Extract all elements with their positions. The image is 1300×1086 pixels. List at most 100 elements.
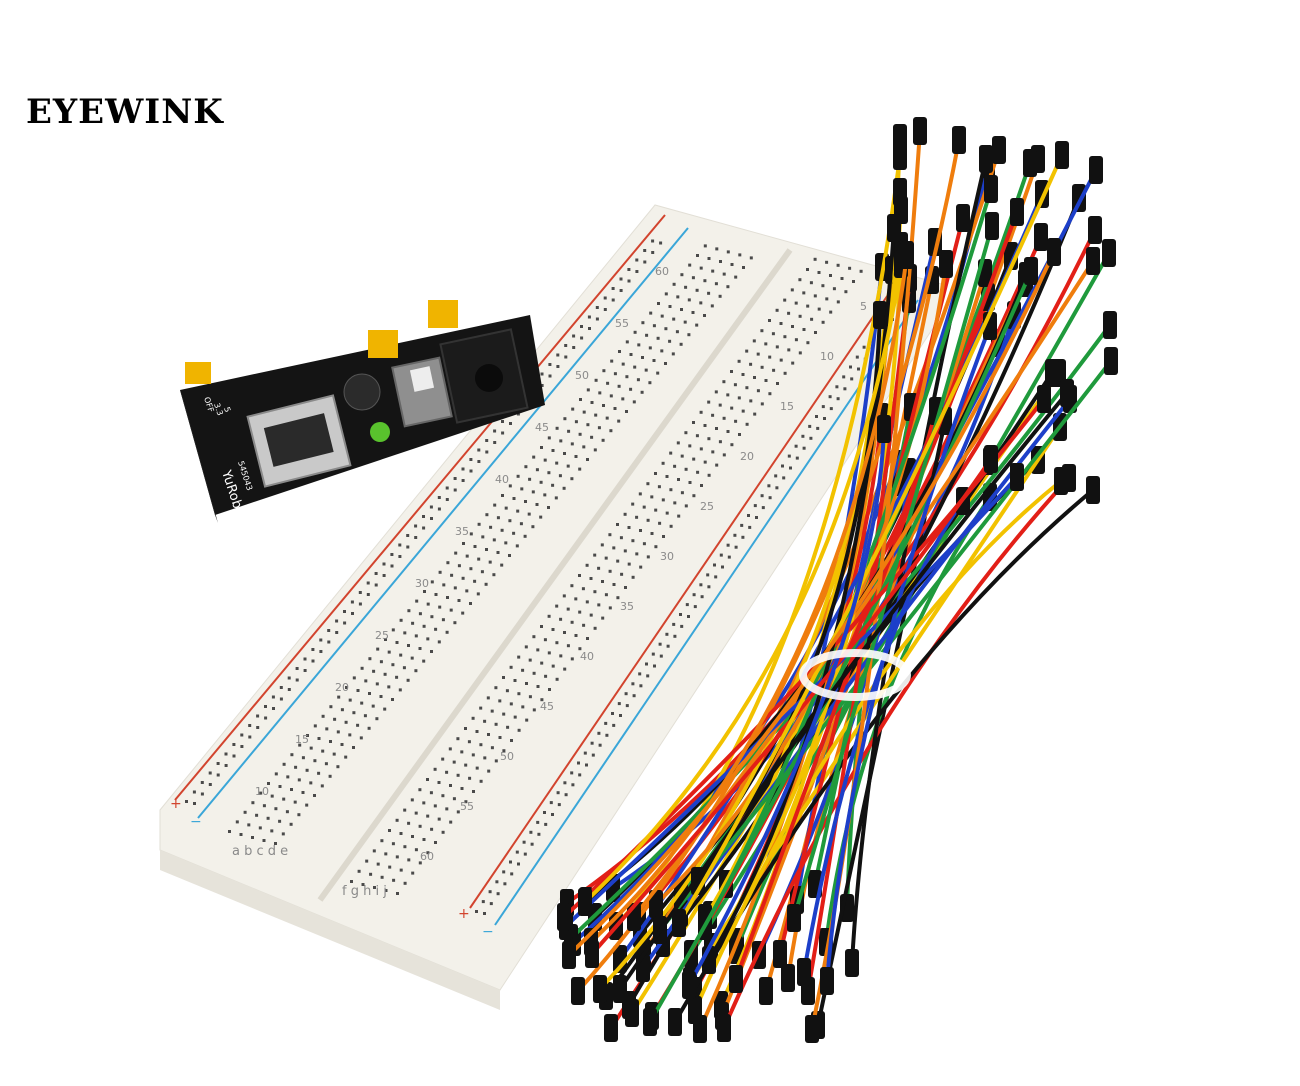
breadboard-hole bbox=[636, 378, 640, 382]
breadboard-hole bbox=[665, 511, 669, 515]
breadboard-hole bbox=[446, 561, 450, 565]
breadboard-hole bbox=[422, 526, 426, 530]
breadboard-hole bbox=[808, 424, 812, 428]
breadboard-hole bbox=[760, 402, 764, 406]
breadboard-hole bbox=[646, 674, 650, 678]
breadboard-hole bbox=[485, 548, 488, 551]
jumper-right bbox=[428, 300, 458, 328]
wire-connector bbox=[604, 1014, 618, 1042]
breadboard-hole bbox=[595, 306, 599, 309]
breadboard-hole bbox=[495, 880, 499, 884]
breadboard-hole bbox=[485, 439, 489, 442]
breadboard-hole bbox=[749, 256, 753, 260]
breadboard-hole bbox=[570, 620, 574, 624]
breadboard-hole bbox=[555, 677, 559, 681]
breadboard-hole bbox=[297, 813, 301, 817]
row-number-right: 10 bbox=[820, 350, 834, 363]
breadboard-hole bbox=[469, 532, 473, 536]
breadboard-hole bbox=[501, 431, 505, 435]
breadboard-hole bbox=[414, 669, 418, 673]
breadboard-hole bbox=[391, 842, 395, 846]
breadboard-hole bbox=[781, 464, 784, 468]
breadboard-hole bbox=[508, 519, 512, 523]
breadboard-hole bbox=[517, 728, 521, 732]
breadboard-hole bbox=[517, 655, 521, 659]
breadboard-hole bbox=[627, 268, 631, 271]
breadboard-hole bbox=[479, 706, 483, 710]
breadboard-hole bbox=[475, 730, 479, 733]
breadboard-hole bbox=[726, 543, 730, 547]
wire-connector bbox=[939, 250, 953, 278]
rail-red-left bbox=[174, 214, 666, 801]
breadboard: + − + − a b c d e f g h i j 101520253035… bbox=[159, 204, 946, 1010]
breadboard-hole bbox=[802, 291, 806, 295]
breadboard-hole bbox=[363, 714, 367, 718]
breadboard-hole bbox=[798, 278, 802, 282]
breadboard-hole bbox=[608, 533, 612, 537]
breadboard-hole bbox=[418, 861, 422, 865]
breadboard-hole bbox=[635, 270, 639, 273]
breadboard-hole bbox=[602, 404, 605, 407]
wire-connector bbox=[984, 445, 998, 473]
breadboard-hole bbox=[624, 692, 628, 696]
breadboard-hole bbox=[745, 386, 749, 390]
breadboard-hole bbox=[430, 517, 433, 520]
breadboard-hole bbox=[753, 504, 757, 508]
breadboard-hole bbox=[783, 298, 787, 302]
breadboard-hole bbox=[564, 355, 568, 359]
breadboard-hole bbox=[410, 798, 414, 802]
breadboard-hole bbox=[619, 277, 623, 281]
breadboard-hole bbox=[438, 605, 442, 609]
breadboard-hole bbox=[648, 381, 652, 385]
breadboard-hole bbox=[726, 250, 730, 254]
wire-connector bbox=[877, 415, 891, 443]
breadboard-hole bbox=[407, 821, 411, 825]
breadboard-hole bbox=[711, 413, 715, 417]
breadboard-hole bbox=[445, 770, 449, 774]
breadboard-hole bbox=[372, 669, 376, 673]
wire-connector bbox=[1023, 149, 1037, 177]
breadboard-hole bbox=[410, 656, 414, 660]
breadboard-hole bbox=[540, 698, 544, 702]
breadboard-hole bbox=[530, 842, 534, 846]
breadboard-hole bbox=[844, 290, 848, 294]
breadboard-hole bbox=[768, 355, 772, 359]
breadboard-hole bbox=[677, 514, 681, 518]
row-number-right: 25 bbox=[700, 500, 714, 513]
breadboard-hole bbox=[611, 298, 615, 302]
wire-connector bbox=[585, 940, 599, 968]
breadboard-hole bbox=[563, 417, 567, 421]
breadboard-hole bbox=[760, 494, 764, 498]
breadboard-hole bbox=[414, 524, 418, 528]
breadboard-hole bbox=[399, 653, 403, 657]
center-channel bbox=[317, 248, 793, 902]
breadboard-hole bbox=[589, 613, 593, 617]
breadboard-hole bbox=[726, 285, 730, 289]
breadboard-hole bbox=[597, 566, 601, 570]
breadboard-hole bbox=[787, 311, 791, 315]
breadboard-hole bbox=[399, 868, 403, 872]
breadboard-hole bbox=[625, 704, 629, 708]
breadboard-hole bbox=[476, 592, 480, 596]
breadboard-hole bbox=[825, 260, 829, 264]
breadboard-hole bbox=[480, 570, 484, 574]
breadboard-hole bbox=[376, 862, 380, 866]
breadboard-hole bbox=[843, 387, 847, 391]
breadboard-hole bbox=[608, 606, 612, 610]
breadboard-hole bbox=[566, 644, 570, 648]
breadboard-hole bbox=[779, 322, 783, 325]
breadboard-hole bbox=[306, 734, 309, 737]
breadboard-hole bbox=[540, 372, 544, 376]
breadboard-hole bbox=[502, 749, 506, 753]
breadboard-hole bbox=[496, 516, 500, 520]
breadboard-hole bbox=[691, 311, 695, 314]
breadboard-hole bbox=[453, 477, 457, 480]
breadboard-hole bbox=[475, 910, 478, 913]
breadboard-hole bbox=[532, 671, 536, 675]
breadboard-hole bbox=[764, 342, 768, 346]
breadboard-hole bbox=[658, 642, 662, 646]
breadboard-hole bbox=[633, 330, 637, 334]
row-number-left: 15 bbox=[295, 733, 309, 746]
breadboard-hole bbox=[691, 276, 695, 280]
wire-connector bbox=[1024, 257, 1038, 285]
